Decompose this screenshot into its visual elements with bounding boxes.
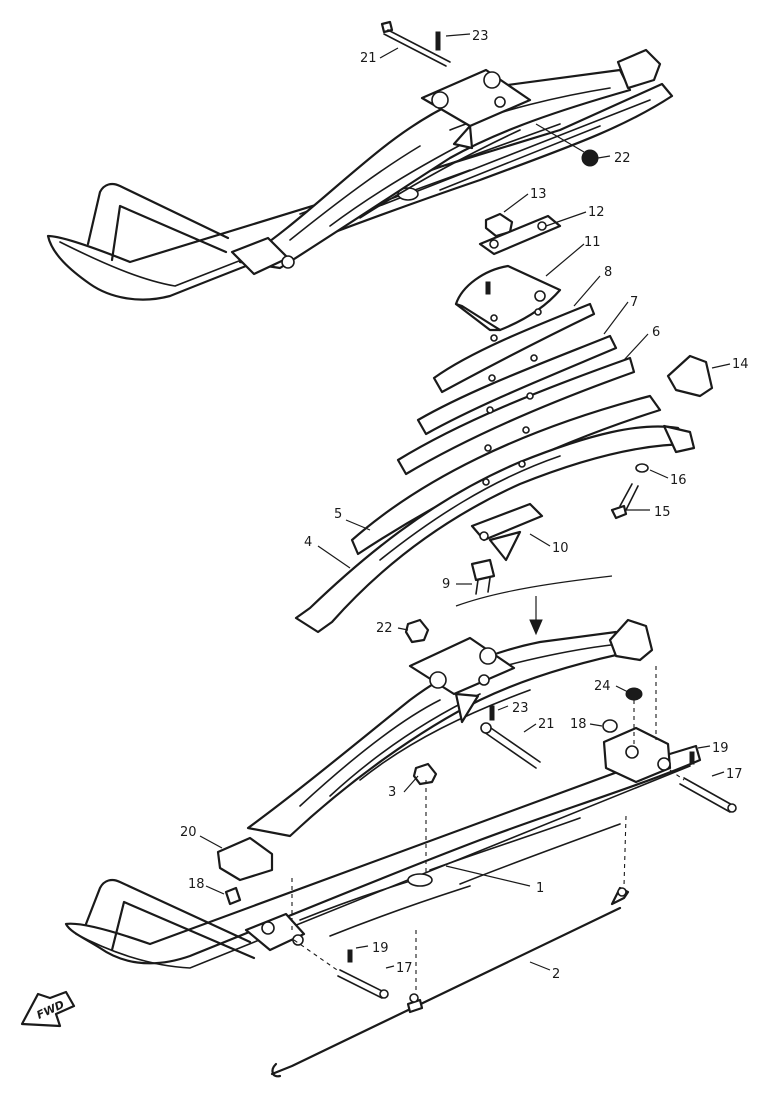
callout-22-bottom: 22 bbox=[376, 621, 393, 636]
callout-3: 3 bbox=[388, 785, 396, 800]
callout-14: 14 bbox=[732, 357, 749, 372]
callout-5: 5 bbox=[334, 507, 342, 522]
callout-15: 15 bbox=[654, 505, 671, 520]
exploded-spring-parts bbox=[294, 212, 714, 634]
runner bbox=[270, 886, 630, 1078]
callout-18-front: 18 bbox=[188, 877, 205, 892]
callout-9: 9 bbox=[442, 577, 450, 592]
callout-17-front: 17 bbox=[396, 961, 413, 976]
callout-6: 6 bbox=[652, 325, 660, 340]
callout-17-rear: 17 bbox=[726, 767, 743, 782]
assembly-arrow bbox=[455, 575, 613, 607]
callout-11: 11 bbox=[584, 235, 601, 250]
callout-21-bottom: 21 bbox=[538, 717, 555, 732]
callout-7: 7 bbox=[630, 295, 638, 310]
callout-23-top: 23 bbox=[472, 29, 489, 44]
callout-4: 4 bbox=[304, 535, 312, 550]
callout-1: 1 bbox=[536, 881, 544, 896]
callout-19-front: 19 bbox=[372, 941, 389, 956]
callout-19-rear: 19 bbox=[712, 741, 729, 756]
assembly-dashed-lines bbox=[291, 666, 685, 994]
callout-10: 10 bbox=[552, 541, 569, 556]
callout-18-rear: 18 bbox=[570, 717, 587, 732]
leader-lines bbox=[199, 33, 731, 971]
callout-16: 16 bbox=[670, 473, 687, 488]
callout-2: 2 bbox=[552, 967, 560, 982]
bottom-ski-assembly bbox=[64, 618, 737, 999]
callout-24: 24 bbox=[594, 679, 611, 694]
callout-21-top: 21 bbox=[360, 51, 377, 66]
callout-8: 8 bbox=[604, 265, 612, 280]
fwd-arrow-badge: FWD bbox=[20, 990, 76, 1028]
callout-12: 12 bbox=[588, 205, 605, 220]
callout-20: 20 bbox=[180, 825, 197, 840]
callout-13: 13 bbox=[530, 187, 547, 202]
callout-23-bottom: 23 bbox=[512, 701, 529, 716]
callout-22-top: 22 bbox=[614, 151, 631, 166]
callout-numbers: 23 21 22 13 12 11 8 7 6 14 16 15 5 4 10 … bbox=[180, 29, 749, 982]
top-ski-assembly bbox=[46, 20, 674, 301]
